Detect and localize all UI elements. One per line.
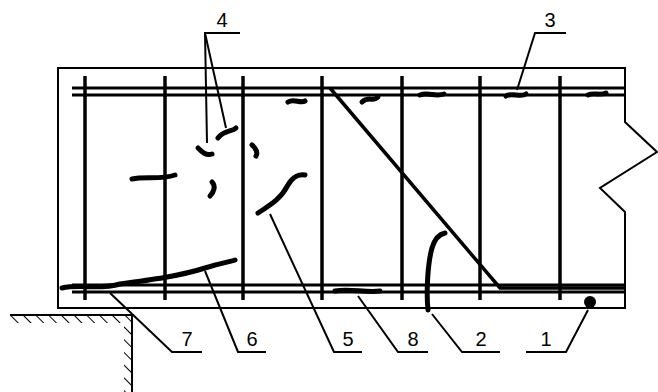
callout-number: 1 bbox=[540, 329, 551, 349]
callout-number: 2 bbox=[475, 329, 486, 349]
callout-number: 4 bbox=[216, 10, 227, 30]
cracks bbox=[62, 93, 606, 310]
callout-number: 6 bbox=[246, 329, 257, 349]
callout-number: 3 bbox=[544, 10, 555, 30]
beam-outline bbox=[58, 68, 657, 308]
bent-up-bar bbox=[330, 88, 625, 288]
stirrups bbox=[85, 76, 560, 300]
leader-lines bbox=[110, 33, 588, 352]
callout-number: 7 bbox=[181, 329, 192, 349]
support-hatch bbox=[10, 315, 132, 392]
rebars bbox=[72, 88, 625, 292]
callout-number: 8 bbox=[407, 329, 418, 349]
crack-spall bbox=[584, 296, 596, 308]
support-edge bbox=[10, 315, 132, 392]
callout-number: 5 bbox=[342, 329, 353, 349]
